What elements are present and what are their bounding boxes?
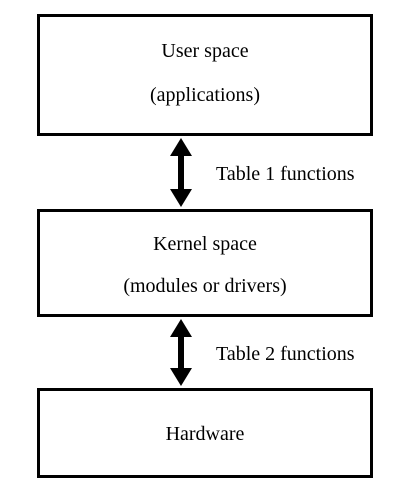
table-1-functions-label: Table 1 functions: [216, 163, 355, 185]
kernel-space-box: Kernel space (modules or drivers): [37, 209, 373, 317]
hardware-box: Hardware: [37, 388, 373, 478]
upper-double-arrow: [170, 138, 192, 207]
kernel-space-subtitle: (modules or drivers): [123, 275, 287, 297]
user-space-subtitle: (applications): [150, 84, 260, 106]
kernel-space-title: Kernel space: [153, 233, 257, 255]
table-2-functions-label: Table 2 functions: [216, 343, 355, 365]
hardware-title: Hardware: [165, 423, 245, 445]
user-space-box: User space (applications): [37, 14, 373, 136]
lower-double-arrow: [170, 319, 192, 386]
user-space-title: User space: [161, 40, 249, 62]
